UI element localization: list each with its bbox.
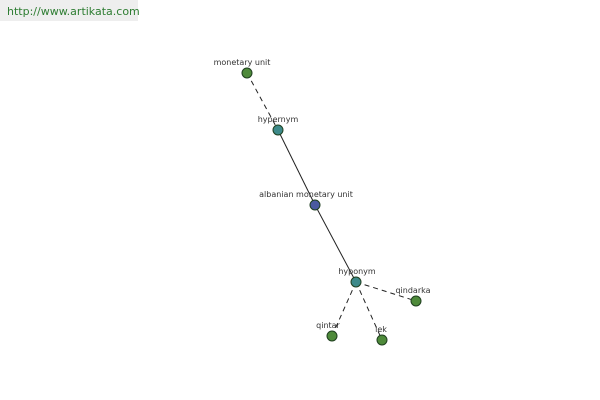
edge-monetary-unit-to-hypernym (246, 72, 279, 131)
node-qindarka[interactable] (410, 295, 422, 307)
label-hyponym: hyponym (338, 267, 376, 276)
node-qintar[interactable] (326, 330, 338, 342)
graph-nodes (241, 67, 422, 346)
node-monetary-unit[interactable] (241, 67, 253, 79)
label-qindarka: qindarka (395, 286, 430, 295)
graph-edges (246, 72, 417, 341)
node-hyponym[interactable] (350, 276, 362, 288)
edge-albanian-monetary-unit-to-hyponym (314, 204, 357, 283)
node-hypernym[interactable] (272, 124, 284, 136)
source-banner: http://www.artikata.com (0, 0, 140, 21)
edge-hyponym-to-qintar (331, 281, 357, 337)
label-hypernym: hypernym (258, 115, 299, 124)
node-albanian-monetary-unit[interactable] (309, 199, 321, 211)
label-qintar: qintar (316, 321, 340, 330)
label-albanian-monetary-unit: albanian monetary unit (259, 190, 353, 199)
graph-labels: monetary unit hypernym albanian monetary u… (214, 58, 431, 334)
edge-hyponym-to-lek (355, 281, 383, 341)
label-monetary-unit: monetary unit (214, 58, 271, 67)
node-lek[interactable] (376, 334, 388, 346)
edge-hypernym-to-albanian-monetary-unit (277, 129, 316, 206)
source-link[interactable]: http://www.artikata.com (7, 5, 140, 18)
label-lek: lek (375, 325, 387, 334)
edge-hyponym-to-qindarka (355, 281, 417, 302)
